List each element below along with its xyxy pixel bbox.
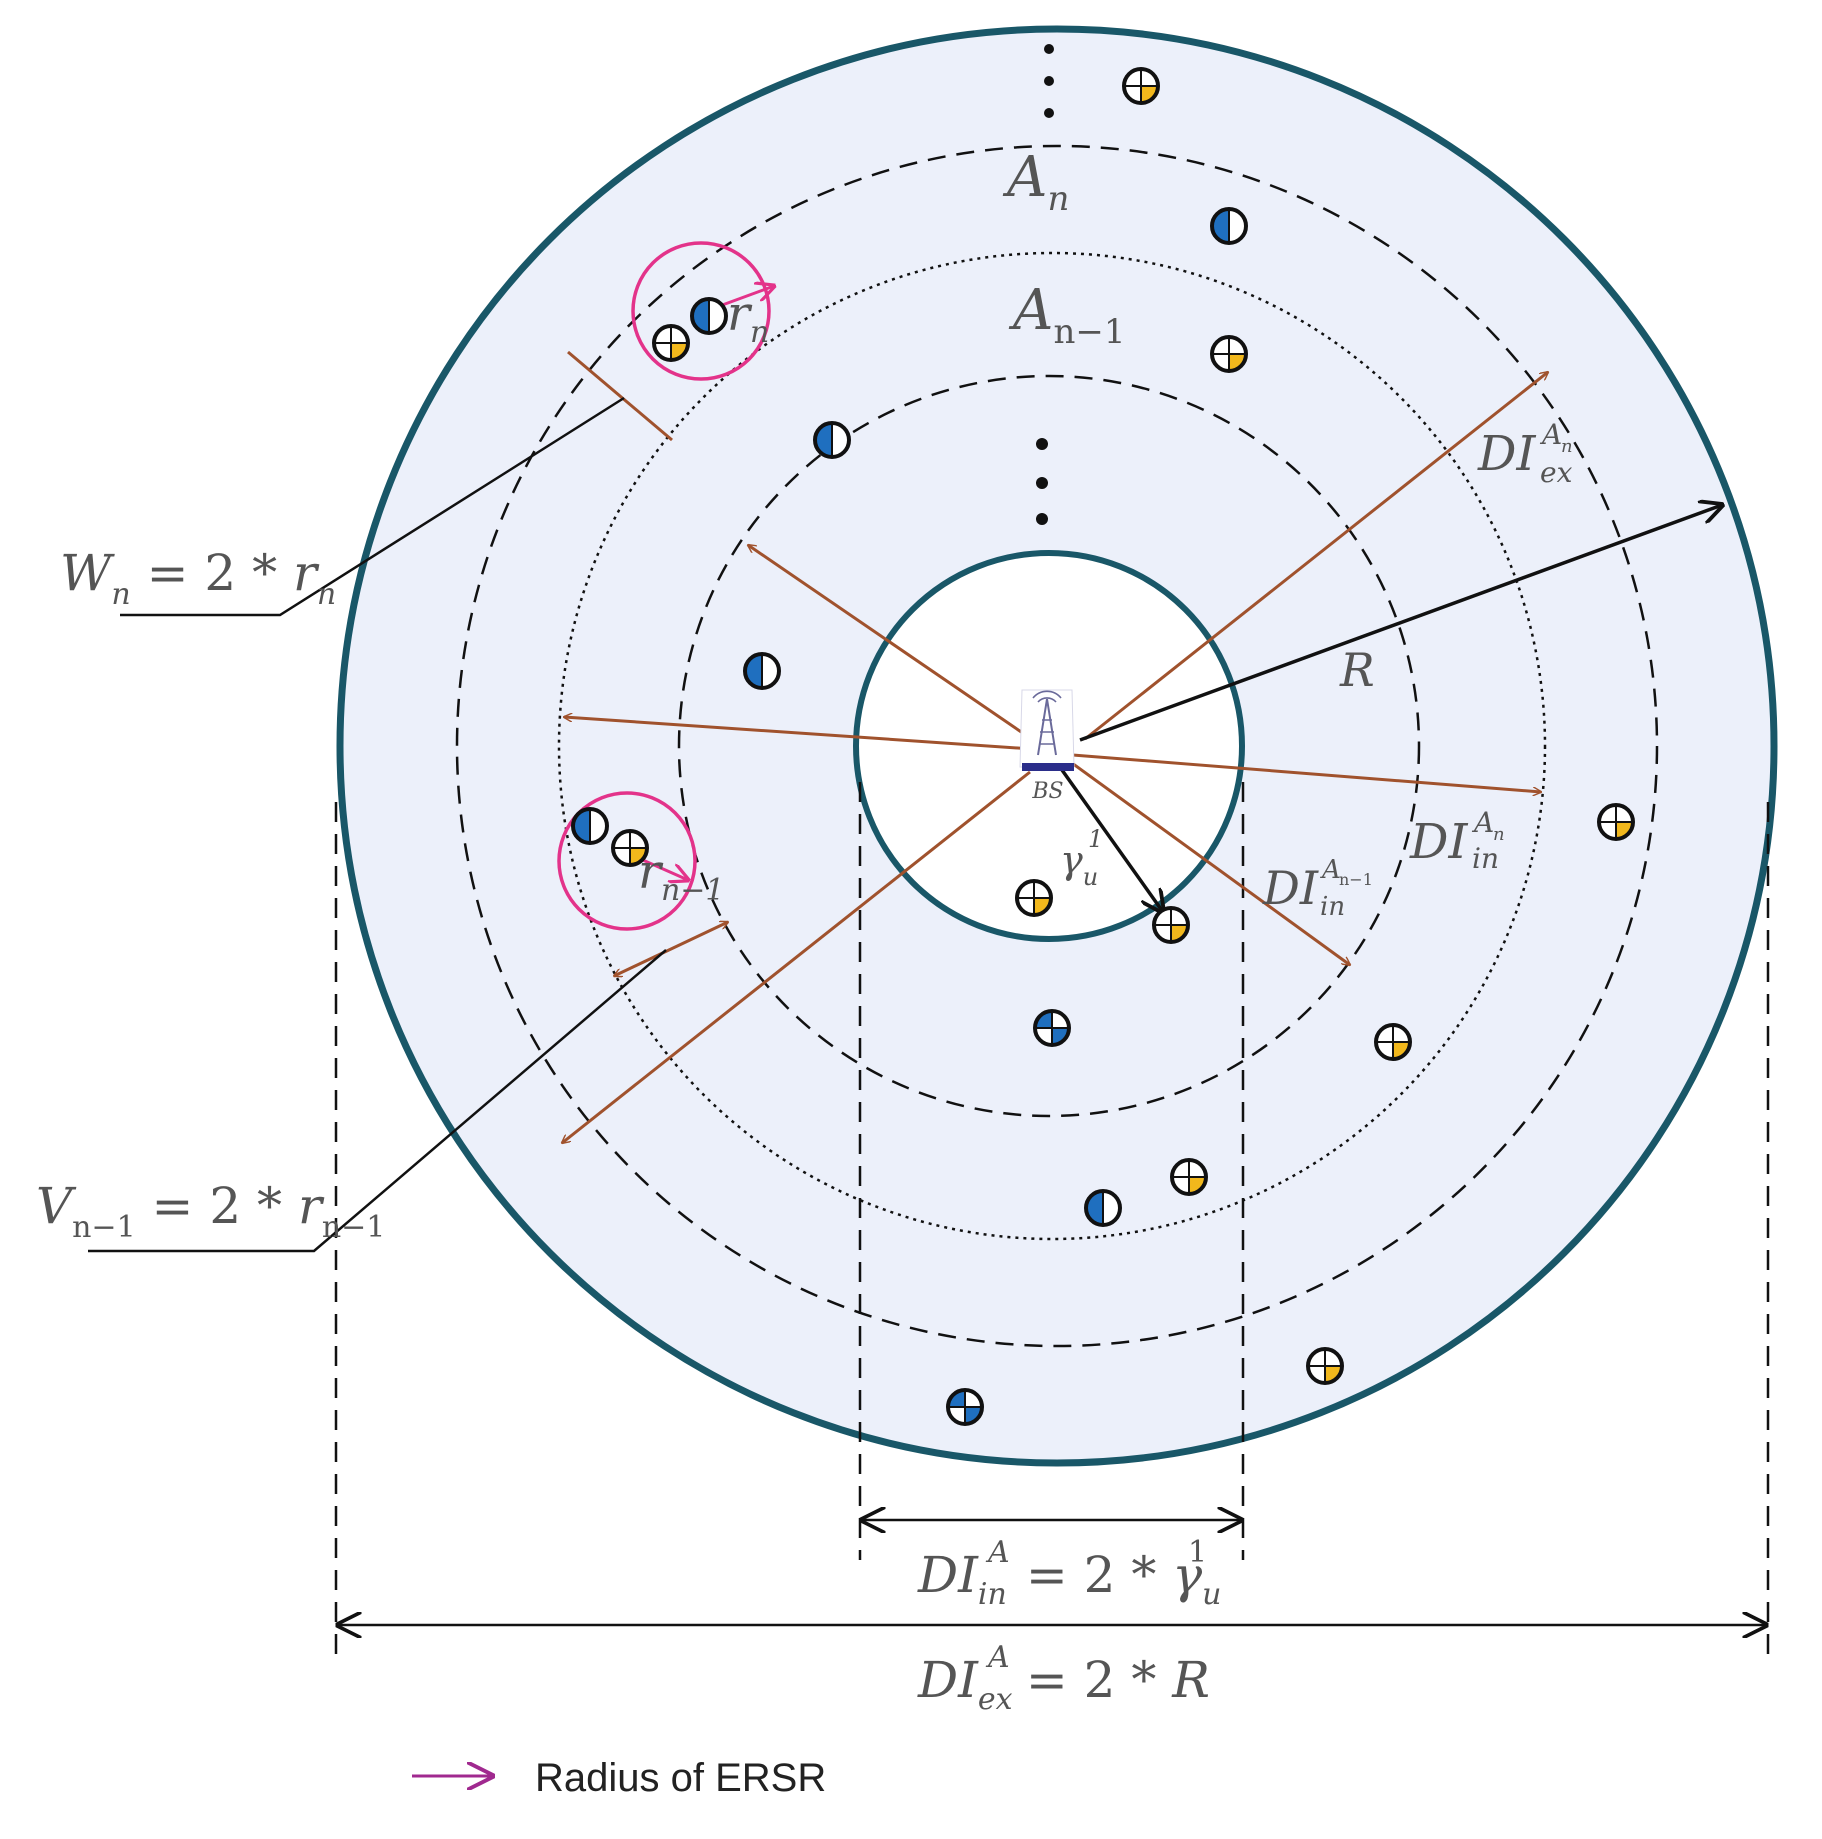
user-equipment-icon <box>743 652 781 690</box>
ellipsis-top <box>1044 44 1054 118</box>
svg-text:DI: DI <box>1477 426 1536 482</box>
user-equipment-icon <box>1033 1009 1071 1047</box>
svg-text:n: n <box>1561 436 1573 457</box>
arrow-radius-R <box>1079 505 1722 742</box>
label-v-n-minus-1: Vn−1 = 2 * rn−1 <box>36 1177 385 1245</box>
label-di-in-a-formula: DIinA = 2 * γu1 <box>917 1535 1222 1612</box>
user-equipment-icon <box>1210 335 1248 373</box>
user-equipment-icon <box>611 829 649 867</box>
label-di-in-an: DI in A n <box>1409 806 1505 875</box>
user-equipment-icon <box>1306 1347 1344 1385</box>
svg-text:n: n <box>1493 824 1505 845</box>
user-equipment-icon <box>1210 207 1248 245</box>
user-equipment-icon <box>1152 906 1190 944</box>
user-equipment-icon <box>652 324 690 362</box>
label-r-n: rn <box>727 286 769 350</box>
label-w-n: Wn = 2 * rn <box>60 544 336 612</box>
svg-text:in: in <box>1472 842 1499 875</box>
label-r-n-minus-1: rn−1 <box>638 844 725 908</box>
ring-dashed-outer <box>455 144 1659 1348</box>
svg-text:DI: DI <box>1262 861 1319 915</box>
arrow-to-dashed-outer <box>1084 372 1548 741</box>
di-arrows <box>562 350 1548 1143</box>
label-di-ex-a-formula: DIexA = 2 * R <box>917 1640 1210 1717</box>
label-area-n-minus-1: An−1 <box>1008 278 1125 352</box>
leader-w-n <box>120 396 625 617</box>
arrow-to-dashed-inner-topleft <box>748 545 1031 740</box>
label-di-in-an-minus-1: DI in A n−1 <box>1262 855 1373 922</box>
svg-text:A: A <box>1471 806 1494 839</box>
svg-text:DI: DI <box>1409 814 1468 870</box>
user-equipment-icon <box>1170 1158 1208 1196</box>
ersr-circle-n1 <box>557 791 697 931</box>
user-equipment-icon <box>1015 879 1053 917</box>
user-equipment-group <box>571 67 1635 1426</box>
legend-label: Radius of ERSR <box>535 1756 826 1800</box>
arrow-to-dashed-inner-bottomright <box>1064 756 1350 965</box>
svg-text:ex: ex <box>1540 456 1573 489</box>
base-station-icon <box>1019 689 1075 771</box>
user-equipment-icon <box>813 421 851 459</box>
user-equipment-icon <box>946 1388 984 1426</box>
label-bs: BS <box>1031 779 1063 804</box>
user-equipment-icon <box>571 807 609 845</box>
label-area-n: An <box>1002 145 1069 219</box>
arrow-to-dotted-left <box>564 717 1033 751</box>
svg-text:n−1: n−1 <box>1339 870 1373 889</box>
ersr-circle-n <box>631 241 771 381</box>
arrow-gamma <box>1060 768 1163 912</box>
user-equipment-icon <box>1597 803 1635 841</box>
ellipsis-middle <box>1036 438 1048 525</box>
label-gamma: γu1 <box>1060 825 1103 891</box>
width-arrow-n1 <box>614 920 728 978</box>
user-equipment-icon <box>1374 1023 1412 1061</box>
user-equipment-icon <box>1084 1189 1122 1227</box>
user-equipment-icon <box>690 297 728 335</box>
label-radius-R: R <box>1339 643 1375 697</box>
svg-text:A: A <box>1320 855 1341 885</box>
label-di-ex-an: DI ex A n <box>1477 418 1573 489</box>
user-equipment-icon <box>1122 67 1160 105</box>
width-bracket-n <box>567 350 673 442</box>
ersr-radius-arrow-n1 <box>635 855 688 880</box>
leader-v-n1 <box>88 949 667 1253</box>
arrow-to-lower-left <box>562 770 1031 1143</box>
ring-dotted <box>557 251 1547 1241</box>
arrow-to-dotted-right <box>1059 752 1541 792</box>
ring-dashed-inner <box>677 374 1421 1118</box>
svg-text:A: A <box>1539 418 1562 451</box>
svg-text:in: in <box>1320 892 1345 922</box>
